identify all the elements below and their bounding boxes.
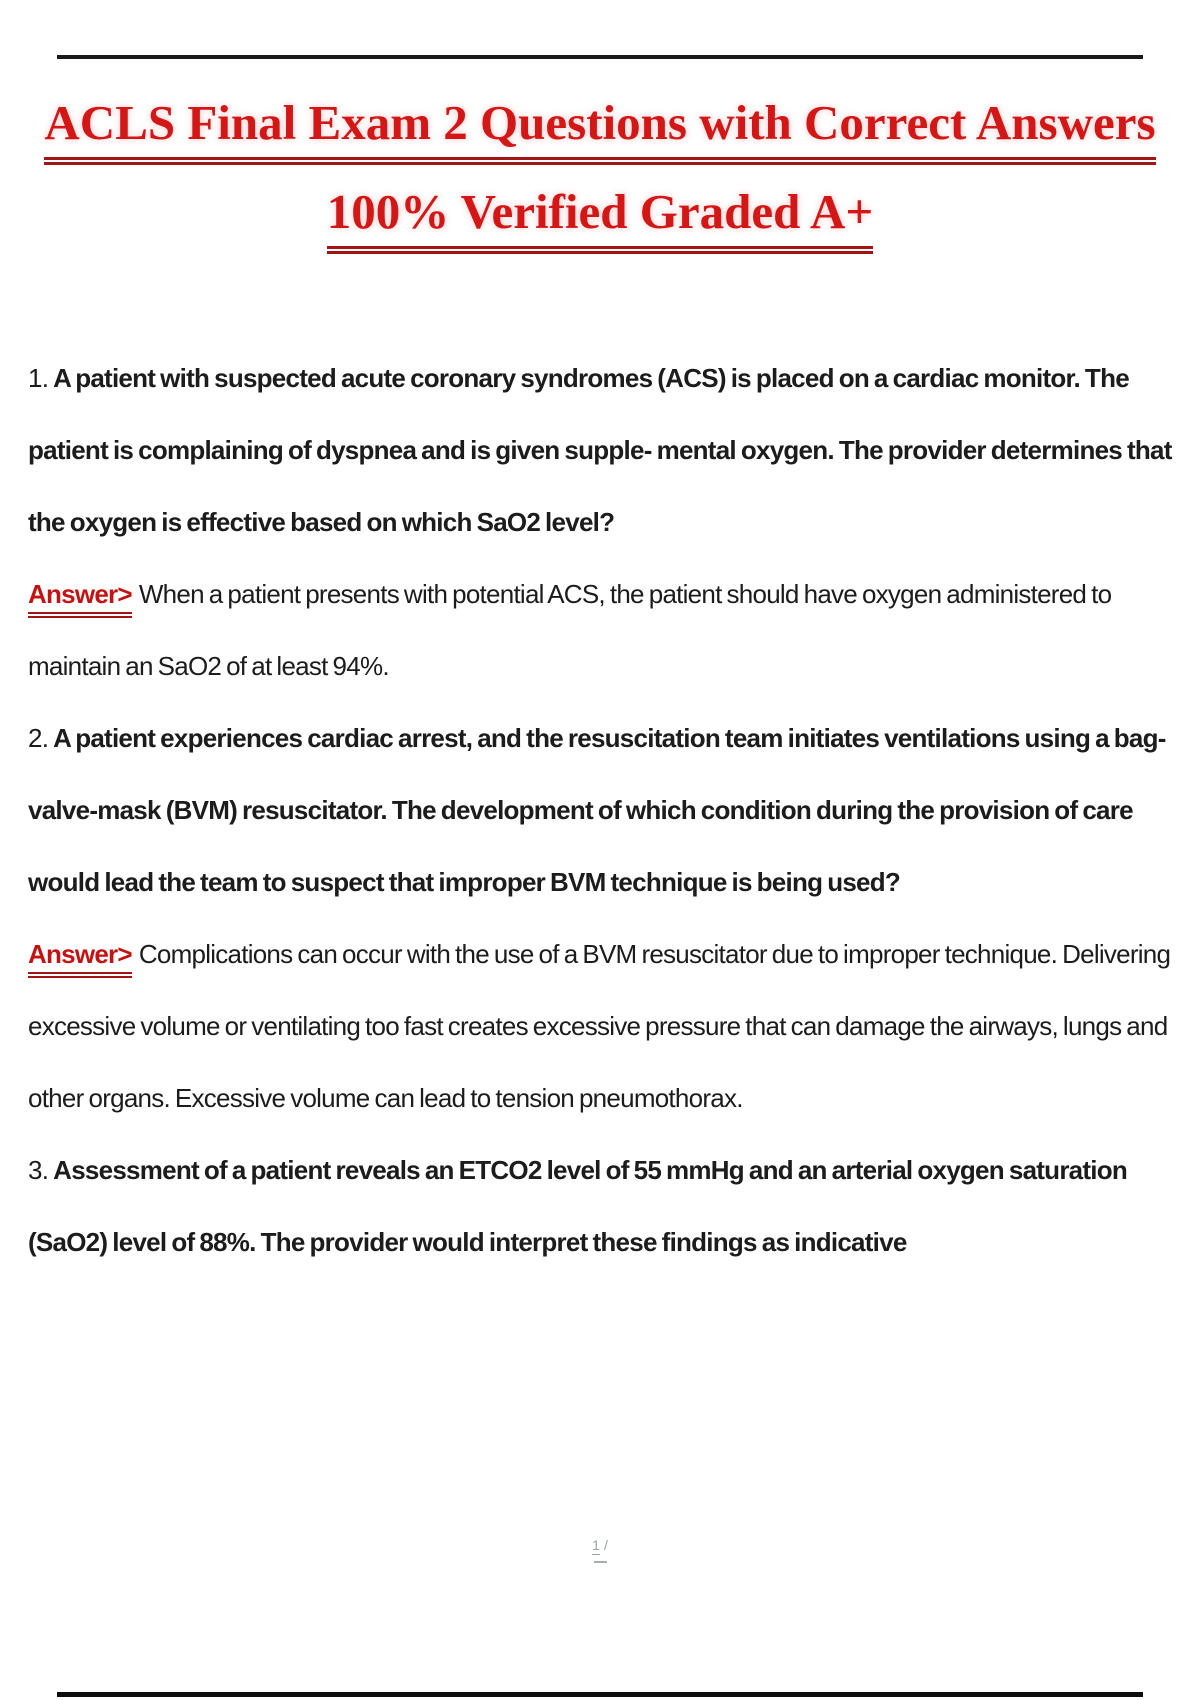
title-row-2: 100% Verified Graded A+ [0, 181, 1200, 254]
title-row-1: ACLS Final Exam 2 Questions with Correct… [0, 92, 1200, 165]
page-footer-dash [593, 1561, 607, 1563]
page-number-separator: / [603, 1537, 608, 1553]
answer-2-text: Complications can occur with the use of … [28, 939, 1171, 1113]
answer-1: Answer>When a patient presents with pote… [28, 558, 1188, 702]
question-1-text: A patient with suspected acute coronary … [28, 363, 1172, 537]
document-title: ACLS Final Exam 2 Questions with Correct… [0, 92, 1200, 254]
header-rule [57, 55, 1143, 59]
answer-1-label: Answer> [28, 577, 133, 618]
question-2: 2. A patient experiences cardiac arrest,… [28, 702, 1188, 918]
question-1: 1. A patient with suspected acute corona… [28, 342, 1188, 558]
answer-2-label: Answer> [28, 937, 133, 978]
document-body: 1. A patient with suspected acute corona… [28, 342, 1188, 1278]
title-line-1: ACLS Final Exam 2 Questions with Correct… [44, 92, 1156, 165]
footer-rule [57, 1692, 1143, 1697]
question-2-number: 2. [28, 723, 49, 753]
page-footer: 1/ [0, 1536, 1200, 1563]
answer-2: Answer>Complications can occur with the … [28, 918, 1188, 1134]
page-number-link[interactable]: 1 [592, 1537, 600, 1555]
question-2-text: A patient experiences cardiac arrest, an… [28, 723, 1166, 897]
question-1-number: 1. [28, 363, 49, 393]
question-3: 3. Assessment of a patient reveals an ET… [28, 1134, 1188, 1278]
answer-1-text: When a patient presents with potential A… [28, 579, 1112, 681]
question-3-text: Assessment of a patient reveals an ETCO2… [28, 1155, 1128, 1257]
title-line-2: 100% Verified Graded A+ [326, 181, 874, 254]
question-3-number: 3. [28, 1155, 49, 1185]
